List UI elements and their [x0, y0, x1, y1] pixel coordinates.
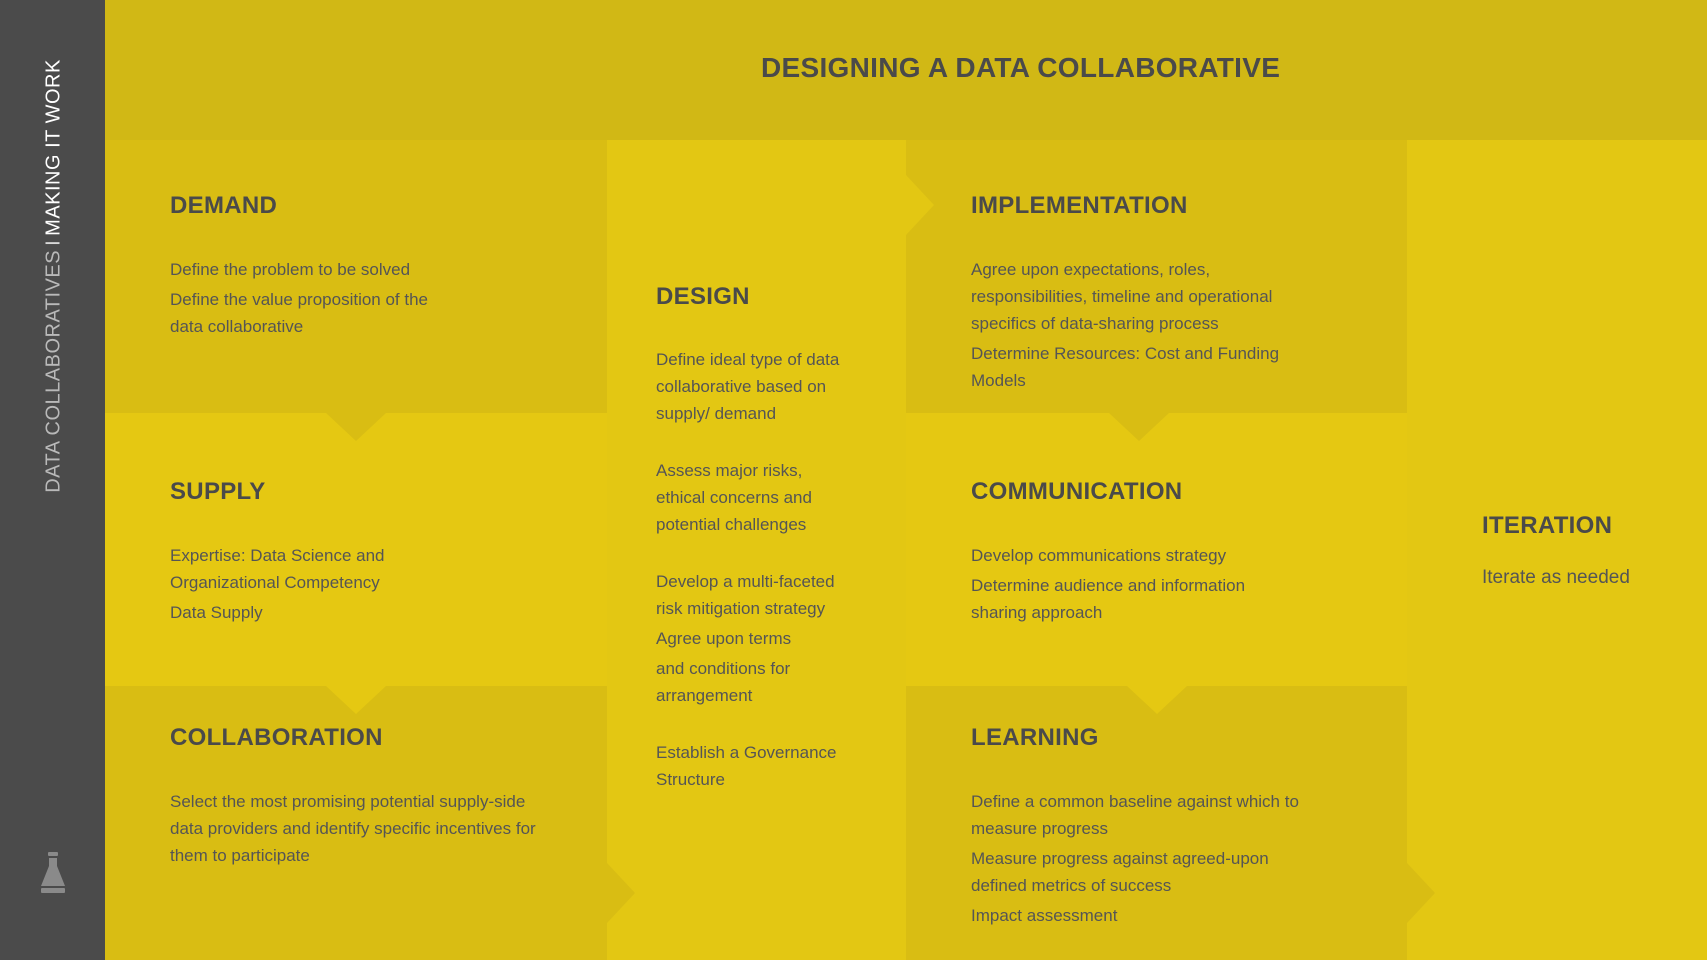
implementation-arrow	[1109, 413, 1169, 441]
learning-items: Define a common baseline against which t…	[971, 788, 1301, 932]
design-heading: DESIGN	[656, 283, 750, 310]
implementation-items: Agree upon expectations, roles, responsi…	[971, 256, 1291, 397]
design-item: Assess major risks, ethical concerns and…	[656, 461, 812, 534]
learning-arrow	[1407, 863, 1435, 923]
design-item: and conditions for arrangement	[656, 659, 791, 705]
sidebar: DATA COLLABORATIVES I MAKING IT WORK	[0, 0, 105, 960]
sidebar-title: DATA COLLABORATIVES I MAKING IT WORK	[43, 59, 66, 493]
design-item: Develop a multi-faceted risk mitigation …	[656, 572, 835, 618]
supply-item: Expertise: Data Science and Organization…	[170, 546, 385, 592]
design-arrow	[906, 175, 934, 235]
communication-items: Develop communications strategy Determin…	[971, 542, 1291, 629]
design-panel: DESIGN Define ideal type of data collabo…	[607, 140, 906, 960]
implementation-item: Determine Resources: Cost and Funding Mo…	[971, 344, 1280, 390]
communication-item: Develop communications strategy	[971, 546, 1227, 565]
sidebar-title-separator: I	[42, 239, 65, 246]
iteration-items: Iterate as needed	[1482, 564, 1692, 594]
demand-panel: DEMAND Define the problem to be solved D…	[105, 140, 607, 413]
learning-panel: LEARNING Define a common baseline agains…	[906, 686, 1407, 960]
supply-arrow	[326, 686, 386, 714]
supply-panel: SUPPLY Expertise: Data Science and Organ…	[105, 413, 607, 686]
iteration-item: Iterate as needed	[1482, 567, 1630, 588]
collaboration-arrow	[607, 863, 635, 923]
implementation-heading: IMPLEMENTATION	[971, 192, 1188, 219]
header-bar: DESIGNING A DATA COLLABORATIVE	[105, 0, 1707, 140]
communication-arrow	[1127, 686, 1187, 714]
communication-item: Determine audience and information shari…	[971, 576, 1246, 622]
collaboration-heading: COLLABORATION	[170, 724, 383, 751]
demand-heading: DEMAND	[170, 192, 278, 219]
collaboration-panel: COLLABORATION Select the most promising …	[105, 686, 607, 960]
implementation-item: Agree upon expectations, roles, responsi…	[971, 260, 1273, 333]
collaboration-item: Select the most promising potential supp…	[170, 792, 536, 865]
supply-items: Expertise: Data Science and Organization…	[170, 542, 430, 629]
demand-item: Define the value proposition of the data…	[170, 290, 429, 336]
flask-icon	[41, 852, 65, 893]
design-item: Define ideal type of data collaborative …	[656, 350, 840, 423]
demand-item: Define the problem to be solved	[170, 260, 411, 279]
learning-item: Measure progress against agreed-upon def…	[971, 849, 1269, 895]
design-items: Define ideal type of data collaborative …	[656, 346, 856, 796]
demand-items: Define the problem to be solved Define t…	[170, 256, 460, 343]
design-item: Establish a Governance Structure	[656, 743, 837, 789]
learning-heading: LEARNING	[971, 724, 1099, 751]
collaboration-items: Select the most promising potential supp…	[170, 788, 550, 872]
implementation-panel: IMPLEMENTATION Agree upon expectations, …	[906, 140, 1407, 413]
supply-item: Data Supply	[170, 603, 263, 622]
design-item: Agree upon terms	[656, 629, 792, 648]
sidebar-title-part1: DATA COLLABORATIVES	[42, 249, 65, 493]
supply-heading: SUPPLY	[170, 478, 266, 505]
communication-heading: COMMUNICATION	[971, 478, 1183, 505]
learning-item: Impact assessment	[971, 906, 1118, 925]
page-title: DESIGNING A DATA COLLABORATIVE	[761, 52, 1281, 83]
demand-arrow	[326, 413, 386, 441]
communication-panel: COMMUNICATION Develop communications str…	[906, 413, 1407, 686]
sidebar-title-part2: MAKING IT WORK	[42, 59, 65, 236]
iteration-heading: ITERATION	[1482, 512, 1613, 539]
learning-item: Define a common baseline against which t…	[971, 792, 1299, 838]
iteration-panel: ITERATION Iterate as needed	[1407, 140, 1707, 960]
